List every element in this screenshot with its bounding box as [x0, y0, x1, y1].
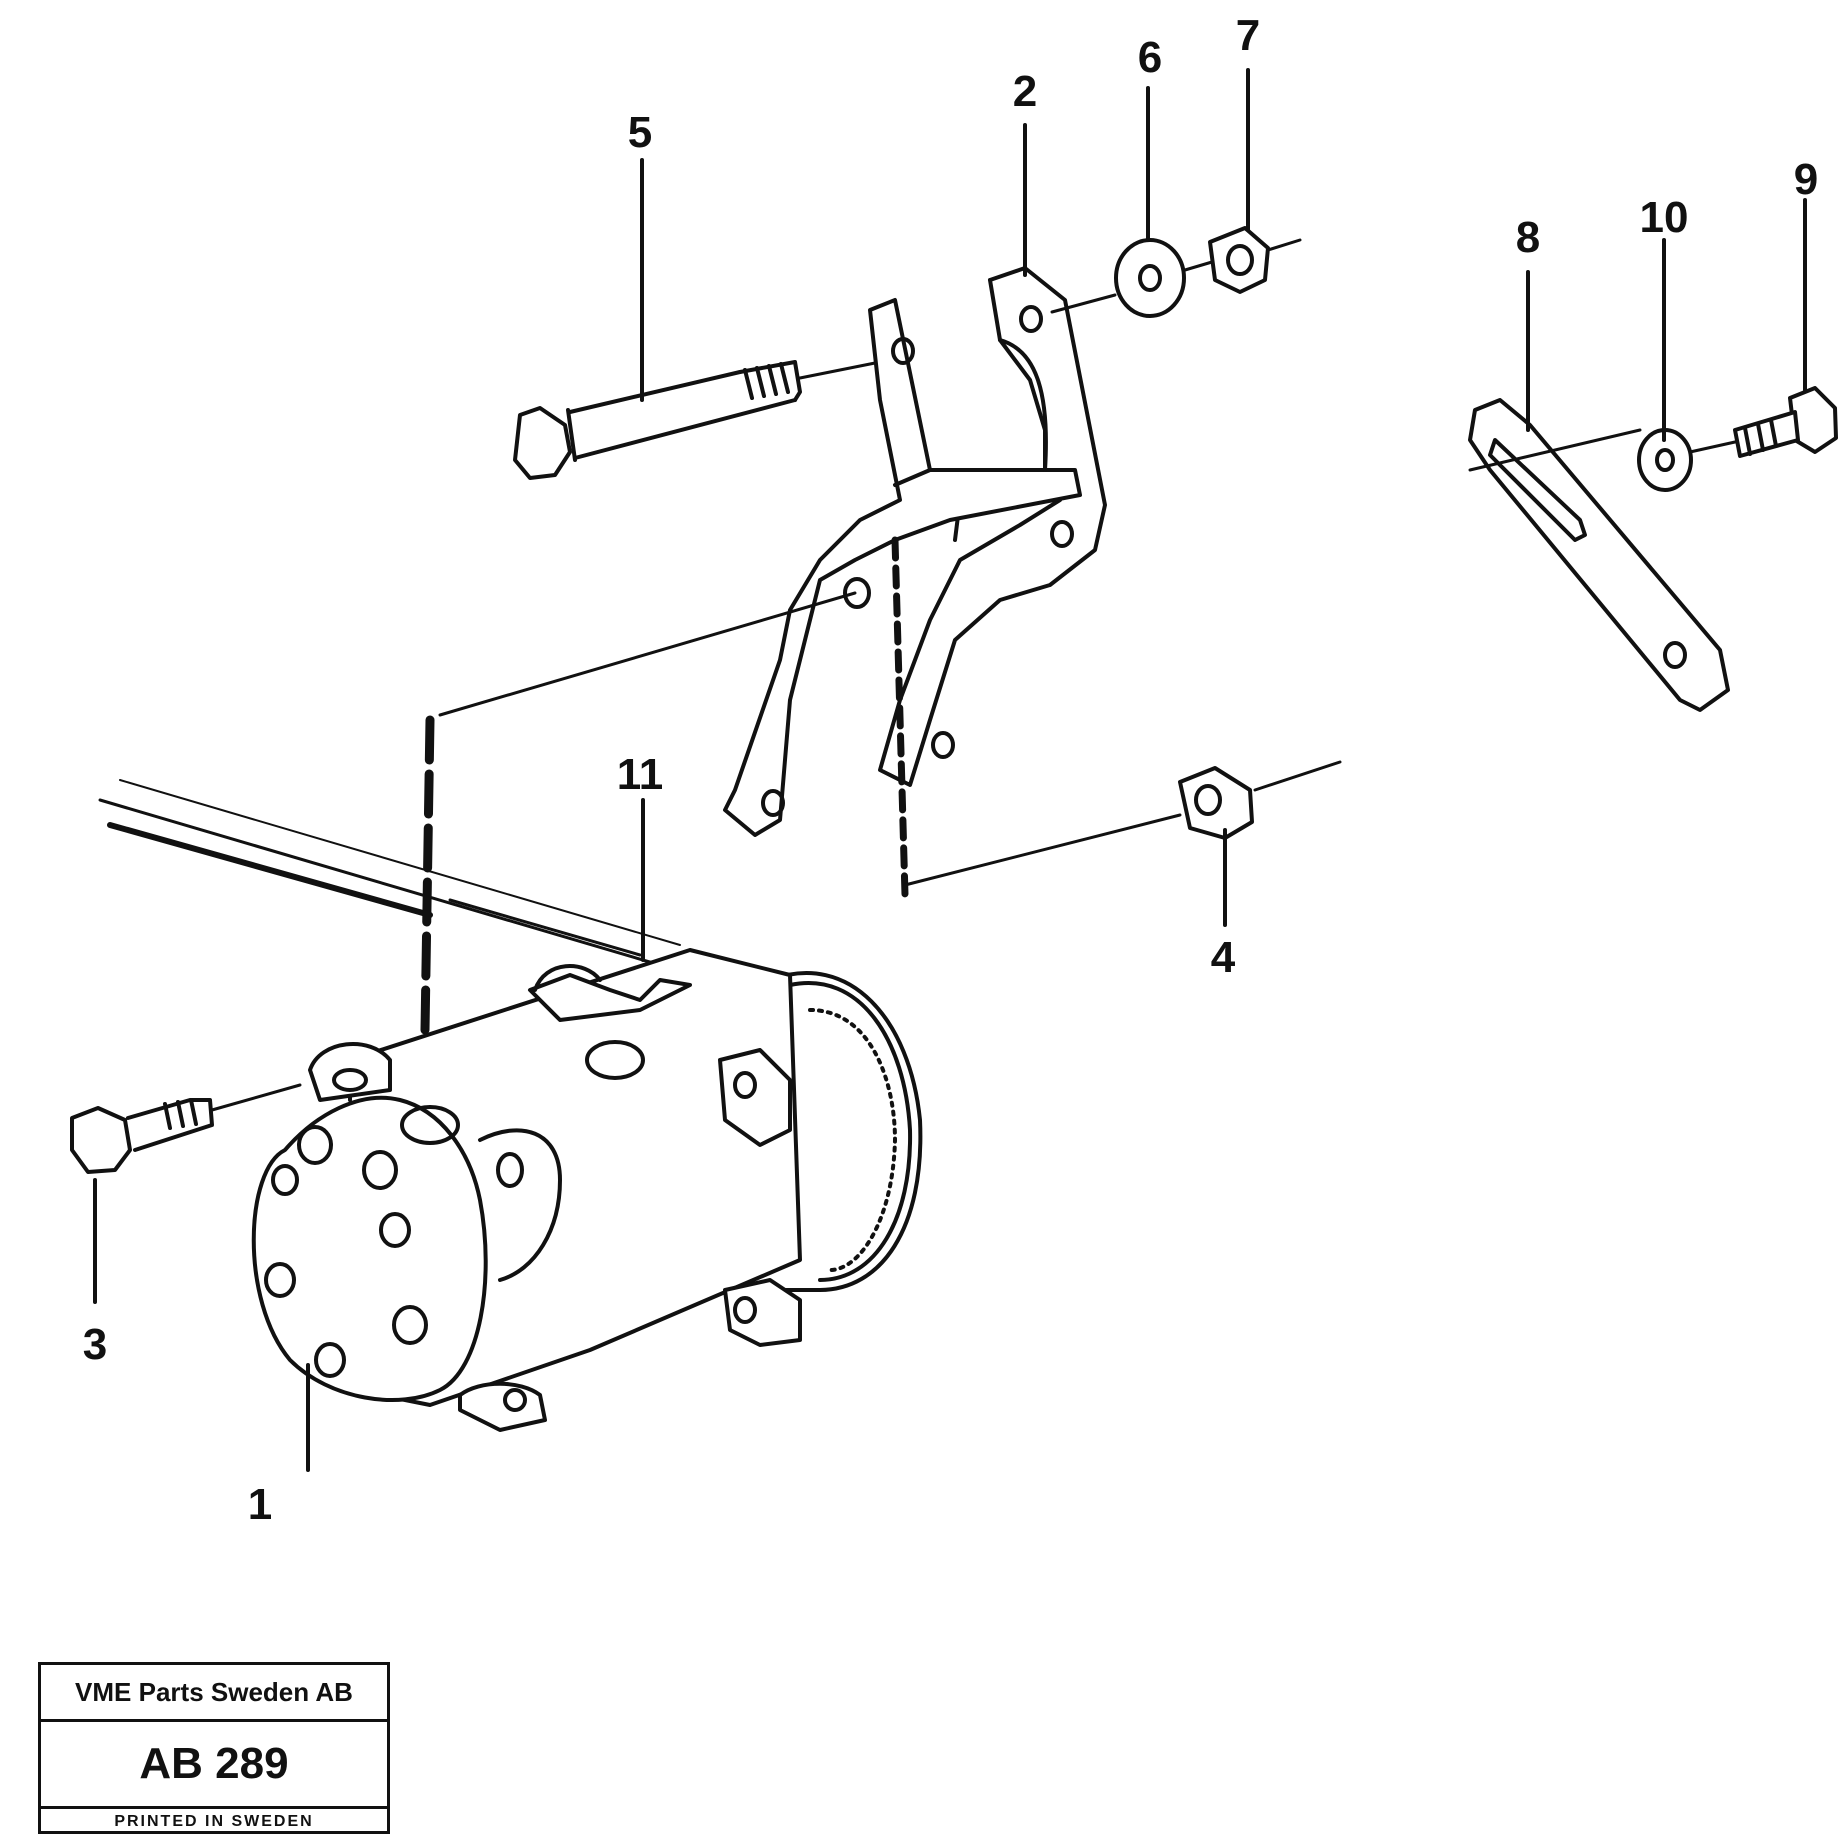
bolt-part-3: [70, 1083, 302, 1174]
washer-part-6: [1114, 238, 1186, 318]
diagram-code: AB 289: [41, 1722, 387, 1809]
callout-8: 8: [1515, 213, 1541, 262]
bolt-part-5: [513, 360, 882, 480]
nut-part-4: [903, 760, 1342, 887]
callout-6: 6: [1137, 33, 1163, 82]
callout-4: 4: [1210, 933, 1236, 982]
title-block: VME Parts Sweden AB AB 289 PRINTED IN SW…: [38, 1662, 390, 1834]
callout-11: 11: [616, 750, 664, 799]
callout-1: 1: [247, 1480, 273, 1529]
belt-part-11: [98, 779, 681, 967]
bolt-part-9: [1688, 386, 1838, 458]
nut-part-7: [1208, 226, 1302, 294]
callout-5: 5: [627, 108, 653, 157]
callout-2: 2: [1012, 67, 1038, 116]
callout-9: 9: [1793, 155, 1819, 204]
printed-note: PRINTED IN SWEDEN: [114, 1813, 314, 1830]
bracket-part-2: [723, 266, 1107, 899]
callout-7: 7: [1235, 11, 1261, 60]
callout-10: 10: [1639, 193, 1689, 242]
callout-3: 3: [82, 1320, 108, 1369]
washer-part-10: [1637, 428, 1693, 492]
strap-part-8: [1468, 398, 1730, 712]
company-name: VME Parts Sweden AB: [41, 1665, 387, 1722]
compressor-part-1: [251, 948, 923, 1432]
